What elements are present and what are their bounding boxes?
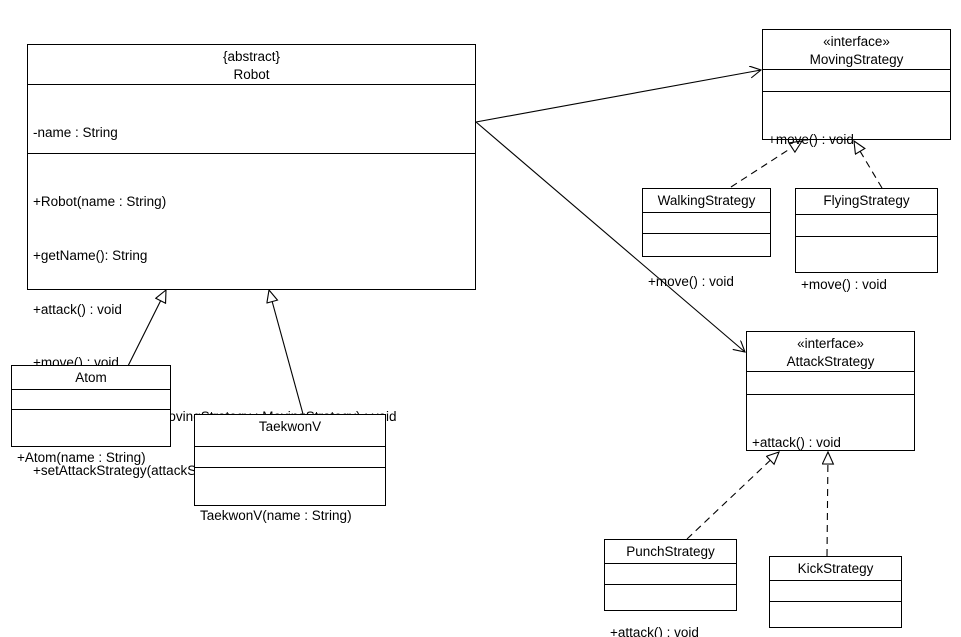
operation-row: +attack() : void xyxy=(33,301,122,317)
class-stereotype-interface: «interface» xyxy=(797,336,864,351)
class-attributes-kickstrategy xyxy=(770,580,901,601)
class-title-kickstrategy: KickStrategy xyxy=(797,561,874,576)
class-box-atom[interactable]: Atom +Atom(name : String) xyxy=(11,365,171,465)
operation-row: +Atom(name : String) xyxy=(17,449,146,465)
class-name-punchstrategy: PunchStrategy xyxy=(605,540,736,563)
class-box-robot[interactable]: {abstract} Robot -name : String -movingS… xyxy=(27,44,476,478)
class-box-movingstrategy[interactable]: «interface» MovingStrategy +move() : voi… xyxy=(762,29,951,147)
class-box-attackstrategy[interactable]: «interface» AttackStrategy +attack() : v… xyxy=(746,331,915,451)
operation-row: +getName(): String xyxy=(33,247,148,263)
class-name-kickstrategy: KickStrategy xyxy=(770,557,901,580)
operation-row: TaekwonV(name : String) xyxy=(200,507,352,523)
class-title-taekwonv: TaekwonV xyxy=(258,419,322,434)
class-operations-movingstrategy: +move() : void xyxy=(763,91,950,189)
operation-row: +Robot(name : String) xyxy=(33,193,167,209)
class-operations-flyingstrategy: +move() : void xyxy=(796,236,937,334)
class-box-taekwonv[interactable]: TaekwonV TaekwonV(name : String) xyxy=(194,414,386,523)
operation-row: +attack() : void xyxy=(752,434,841,450)
class-name-walkingstrategy: WalkingStrategy xyxy=(643,189,770,212)
class-attributes-taekwonv xyxy=(195,446,385,467)
class-title-walkingstrategy: WalkingStrategy xyxy=(657,193,756,208)
class-title-punchstrategy: PunchStrategy xyxy=(626,544,715,559)
attribute-row: -name : String xyxy=(33,124,118,140)
edge-robot-to-movingstrategy xyxy=(475,70,761,123)
class-box-kickstrategy[interactable]: KickStrategy +attack() : void xyxy=(769,556,902,628)
class-box-flyingstrategy[interactable]: FlyingStrategy +move() : void xyxy=(795,188,938,292)
class-name-movingstrategy: «interface» MovingStrategy xyxy=(763,30,950,69)
class-operations-punchstrategy: +attack() : void xyxy=(605,584,736,637)
class-name-flyingstrategy: FlyingStrategy xyxy=(796,189,937,214)
class-attributes-walkingstrategy xyxy=(643,212,770,233)
class-operations-kickstrategy: +attack() : void xyxy=(770,601,901,637)
class-attributes-movingstrategy xyxy=(763,69,950,91)
class-attributes-flyingstrategy xyxy=(796,214,937,236)
class-stereotype-interface: «interface» xyxy=(823,34,890,49)
class-attributes-attackstrategy xyxy=(747,371,914,394)
class-operations-atom: +Atom(name : String) xyxy=(12,409,170,507)
class-attributes-atom xyxy=(12,389,170,409)
class-name-robot: {abstract} Robot xyxy=(28,45,475,84)
class-name-taekwonv: TaekwonV xyxy=(195,415,385,446)
class-name-attackstrategy: «interface» AttackStrategy xyxy=(747,332,914,371)
class-attributes-robot: -name : String -movingStrategy : MovingS… xyxy=(28,84,475,153)
operation-row: +move() : void xyxy=(648,273,734,289)
class-operations-walkingstrategy: +move() : void xyxy=(643,233,770,331)
class-modifier-abstract: {abstract} xyxy=(222,49,281,64)
class-name-atom: Atom xyxy=(12,366,170,389)
class-operations-attackstrategy: +attack() : void xyxy=(747,394,914,492)
class-title-atom: Atom xyxy=(75,370,107,385)
class-box-walkingstrategy[interactable]: WalkingStrategy +move() : void xyxy=(642,188,771,289)
class-attributes-punchstrategy xyxy=(605,563,736,584)
operation-row: +move() : void xyxy=(801,276,887,292)
operation-row: +move() : void xyxy=(768,131,854,147)
operation-row: +attack() : void xyxy=(610,624,699,637)
class-title-attackstrategy: AttackStrategy xyxy=(786,353,875,369)
class-title-robot: Robot xyxy=(233,66,270,82)
class-title-movingstrategy: MovingStrategy xyxy=(809,51,904,67)
class-title-flyingstrategy: FlyingStrategy xyxy=(823,193,910,208)
class-operations-taekwonv: TaekwonV(name : String) xyxy=(195,467,385,565)
class-box-punchstrategy[interactable]: PunchStrategy +attack() : void xyxy=(604,539,737,637)
